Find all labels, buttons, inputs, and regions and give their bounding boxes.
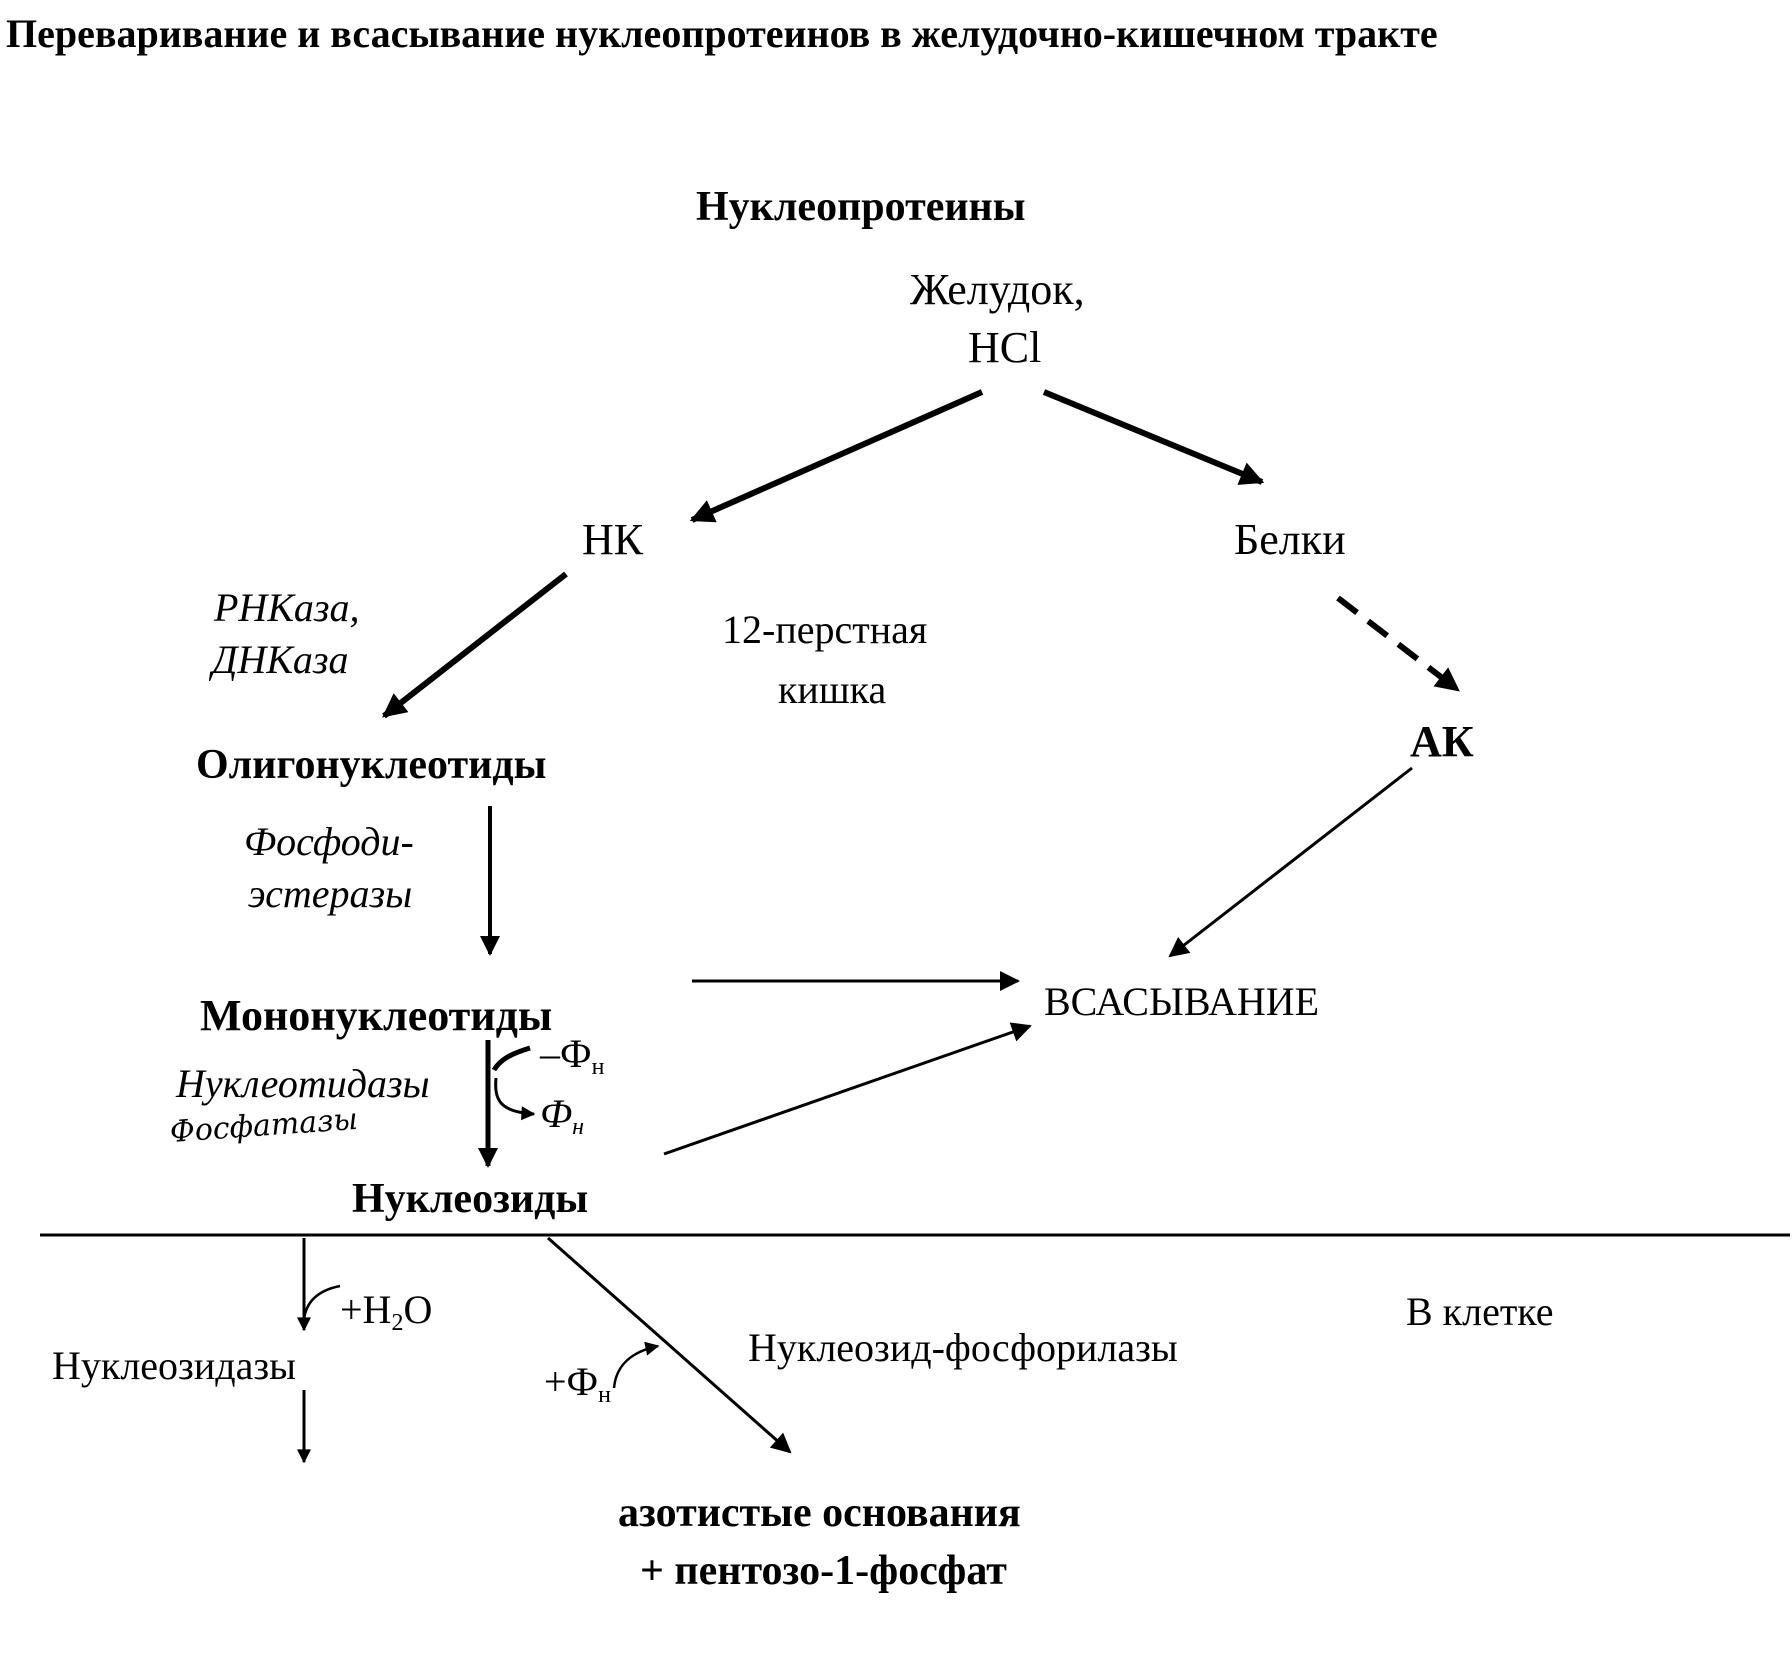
node-oligonucleotides: Олигонуклеотиды — [196, 742, 547, 788]
node-products-line2: + пентозо-1-фосфат — [640, 1548, 1007, 1594]
node-nucleosides: Нуклеозиды — [352, 1176, 589, 1222]
node-mononucleotides: Мононуклеотиды — [200, 991, 553, 1040]
enzyme-nucleosidases: Нуклеозидазы — [52, 1343, 297, 1388]
arrow-phosphate-release — [494, 1077, 536, 1121]
node-nk: НК — [582, 515, 644, 564]
label-phosphate-handwritten: Фн — [540, 1091, 585, 1141]
label-in-cell: В клетке — [1406, 1289, 1554, 1334]
label-phosphate-handwritten-text: Ф — [540, 1091, 573, 1136]
arrow-proteins-to-ak — [1336, 595, 1460, 693]
arrow-nk-to-oligonucleotides — [382, 571, 568, 719]
enzyme-nucleoside-phosphorylases: Нуклеозид-фосфорилазы — [748, 1325, 1178, 1370]
label-plus-water-sub: 2 — [391, 1310, 404, 1337]
label-plus-phosphate: +Фн — [544, 1359, 612, 1409]
node-stomach-line1: Желудок, — [910, 265, 1085, 314]
arrow-stomach-to-proteins — [1042, 389, 1265, 485]
scribble-mark — [491, 1045, 531, 1072]
diagram-title: Переваривание и всасывание нуклеопротеин… — [6, 11, 1438, 56]
node-proteins: Белки — [1234, 515, 1346, 564]
enzyme-phosphodiesterase-line1: Фосфоди- — [244, 819, 414, 864]
label-minus-phosphate-sub: н — [591, 1054, 605, 1081]
label-plus-phosphate-sub: н — [598, 1382, 612, 1409]
label-minus-phosphate: –Фн — [540, 1031, 605, 1081]
label-plus-water-tail: O — [403, 1287, 433, 1332]
node-ak: АК — [1410, 717, 1474, 766]
label-phosphate-handwritten-sub: н — [572, 1114, 585, 1141]
arrow-ak-to-absorption — [1168, 766, 1413, 958]
arrow-phosphorylase — [547, 1236, 792, 1454]
arrow-nucleosides-to-absorption — [663, 1022, 1032, 1156]
node-nucleoproteins: Нуклеопротеины — [696, 184, 1026, 230]
label-minus-phosphate-text: –Ф — [540, 1031, 592, 1076]
arrow-stomach-to-nk — [689, 389, 984, 523]
enzyme-phosphodiesterase-line2: эстеразы — [248, 871, 413, 916]
enzyme-rnase: РНКаза, — [214, 585, 360, 630]
label-duodenum-line1: 12-перстная — [722, 607, 928, 652]
node-stomach-line2: HCl — [968, 323, 1042, 372]
node-absorption: ВСАСЫВАНИЕ — [1044, 979, 1320, 1024]
label-plus-water-text: +H — [340, 1287, 392, 1332]
label-plus-water: +H2O — [340, 1287, 433, 1337]
node-products-line1: азотистые основания — [618, 1490, 1021, 1536]
arrow-water-in — [302, 1284, 341, 1321]
enzyme-dnase: ДНКаза — [212, 637, 349, 682]
arrow-phosphate-in — [612, 1341, 660, 1389]
label-plus-phosphate-text: +Ф — [544, 1359, 599, 1404]
label-duodenum-line2: кишка — [778, 667, 887, 712]
enzyme-nucleotidases: Нуклеотидазы — [176, 1061, 430, 1106]
